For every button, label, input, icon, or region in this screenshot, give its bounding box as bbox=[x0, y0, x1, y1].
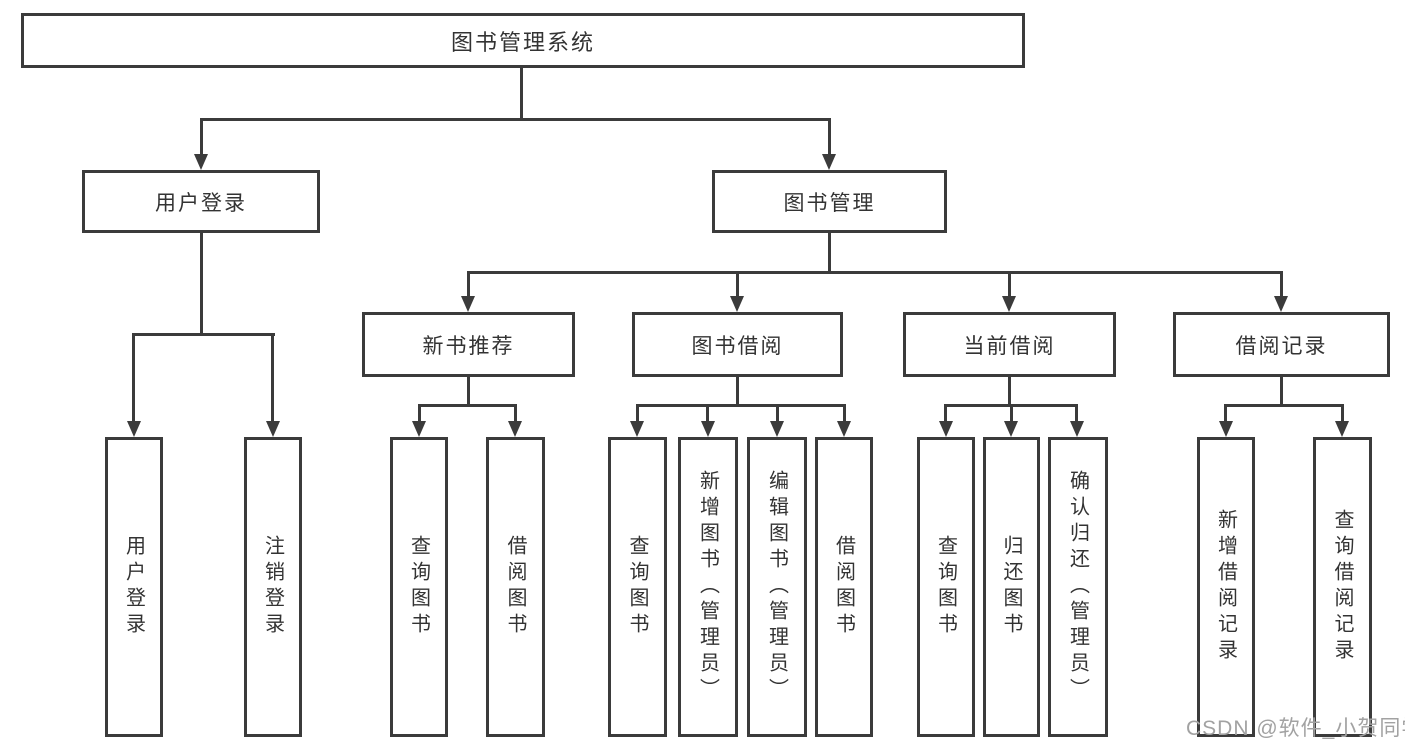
connector-line bbox=[1224, 404, 1344, 407]
arrow-down-icon bbox=[730, 296, 744, 312]
node-book-borrow: 图书借阅 bbox=[632, 312, 843, 377]
connector-line bbox=[271, 333, 274, 423]
arrow-down-icon bbox=[1219, 421, 1233, 437]
leaf-query-borrow-record: 查询借阅记录 bbox=[1313, 437, 1372, 737]
connector-line bbox=[200, 118, 831, 121]
leaf-query-books-borrow: 查询图书 bbox=[608, 437, 667, 737]
connector-line bbox=[514, 404, 517, 424]
arrow-down-icon bbox=[461, 296, 475, 312]
connector-line bbox=[1010, 404, 1013, 424]
connector-line bbox=[467, 271, 470, 300]
connector-line bbox=[132, 333, 135, 423]
leaf-confirm-return-admin: 确认归还（管理员） bbox=[1048, 437, 1108, 737]
connector-line bbox=[1224, 404, 1227, 424]
node-current-borrow: 当前借阅 bbox=[903, 312, 1116, 377]
arrow-down-icon bbox=[1335, 421, 1349, 437]
connector-line bbox=[132, 333, 275, 336]
connector-line bbox=[776, 404, 779, 424]
connector-line bbox=[200, 233, 203, 335]
arrow-down-icon bbox=[194, 154, 208, 170]
arrow-down-icon bbox=[1070, 421, 1084, 437]
arrow-down-icon bbox=[1274, 296, 1288, 312]
connector-line bbox=[418, 404, 421, 424]
arrow-down-icon bbox=[1002, 296, 1016, 312]
node-new-book-recommend: 新书推荐 bbox=[362, 312, 575, 377]
connector-line bbox=[200, 118, 203, 158]
connector-line bbox=[944, 404, 947, 424]
connector-line bbox=[736, 377, 739, 406]
leaf-edit-books-admin: 编辑图书（管理员） bbox=[747, 437, 807, 737]
leaf-borrow-books: 借阅图书 bbox=[815, 437, 873, 737]
connector-line bbox=[1280, 377, 1283, 406]
arrow-down-icon bbox=[266, 421, 280, 437]
leaf-return-books: 归还图书 bbox=[983, 437, 1040, 737]
connector-line bbox=[520, 68, 523, 120]
arrow-down-icon bbox=[1004, 421, 1018, 437]
connector-line bbox=[636, 404, 639, 424]
leaf-borrow-books-recommend: 借阅图书 bbox=[486, 437, 545, 737]
connector-line bbox=[636, 404, 846, 407]
connector-line bbox=[1341, 404, 1344, 424]
connector-line bbox=[828, 233, 831, 273]
node-book-management: 图书管理 bbox=[712, 170, 947, 233]
connector-line bbox=[828, 118, 831, 158]
leaf-add-borrow-record: 新增借阅记录 bbox=[1197, 437, 1255, 737]
arrow-down-icon bbox=[837, 421, 851, 437]
connector-line bbox=[843, 404, 846, 424]
watermark: CSDN @软件_小贺同学 bbox=[1186, 717, 1405, 740]
connector-line bbox=[1280, 271, 1283, 300]
node-borrow-records: 借阅记录 bbox=[1173, 312, 1390, 377]
leaf-logout: 注销登录 bbox=[244, 437, 302, 737]
node-user-login: 用户登录 bbox=[82, 170, 320, 233]
arrow-down-icon bbox=[630, 421, 644, 437]
connector-line bbox=[467, 377, 470, 406]
connector-line bbox=[1075, 404, 1078, 424]
connector-line bbox=[467, 271, 1283, 274]
arrow-down-icon bbox=[508, 421, 522, 437]
leaf-query-books-recommend: 查询图书 bbox=[390, 437, 448, 737]
node-root: 图书管理系统 bbox=[21, 13, 1025, 68]
arrow-down-icon bbox=[412, 421, 426, 437]
connector-line bbox=[1008, 271, 1011, 300]
connector-line bbox=[736, 271, 739, 300]
connector-line bbox=[1008, 377, 1011, 406]
connector-line bbox=[706, 404, 709, 424]
arrow-down-icon bbox=[822, 154, 836, 170]
arrow-down-icon bbox=[127, 421, 141, 437]
leaf-add-books-admin: 新增图书（管理员） bbox=[678, 437, 738, 737]
leaf-query-books-current: 查询图书 bbox=[917, 437, 975, 737]
leaf-user-login: 用户登录 bbox=[105, 437, 163, 737]
arrow-down-icon bbox=[701, 421, 715, 437]
arrow-down-icon bbox=[770, 421, 784, 437]
arrow-down-icon bbox=[939, 421, 953, 437]
connector-line bbox=[418, 404, 517, 407]
